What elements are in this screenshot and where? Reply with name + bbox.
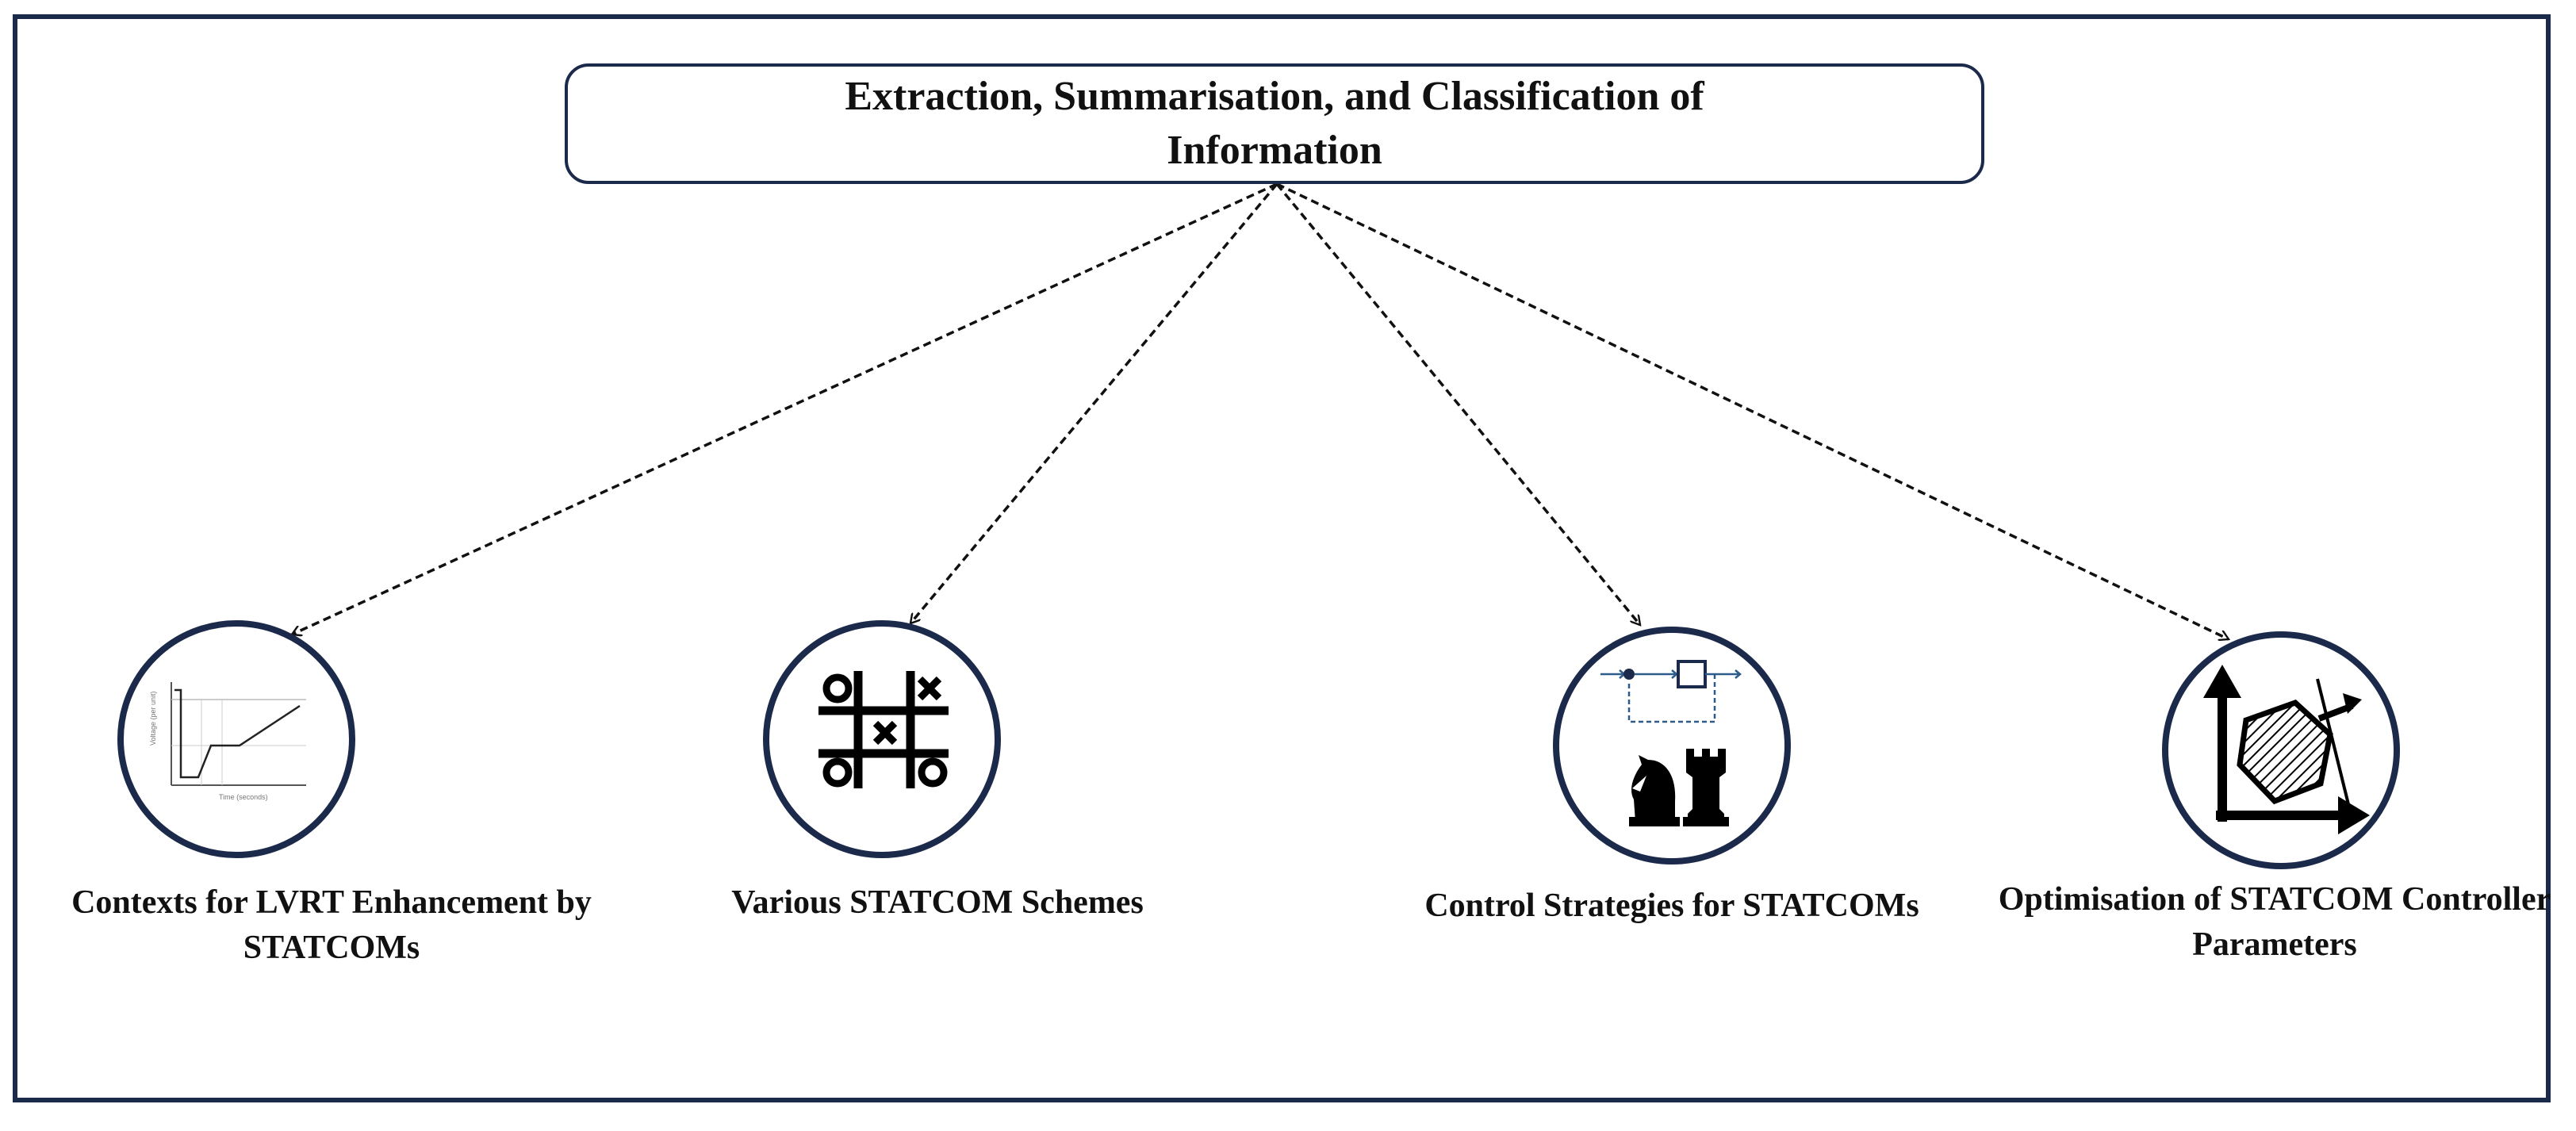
node-3-circle xyxy=(1553,627,1791,865)
node-4-circle xyxy=(2162,631,2400,869)
node-1-label: Contexts for LVRT Enhancement by STATCOM… xyxy=(71,884,592,967)
svg-text:Voltage (per unit): Voltage (per unit) xyxy=(149,691,157,746)
edge-to-node-3 xyxy=(1275,182,1640,625)
svg-text:Time (seconds): Time (seconds) xyxy=(219,793,268,801)
edge-to-node-2 xyxy=(910,182,1278,623)
voltage-profile-chart-icon: Voltage (per unit) Time (seconds) xyxy=(149,682,306,801)
diagram-frame xyxy=(13,14,2551,1102)
feasible-region-optimisation-icon xyxy=(2203,665,2370,834)
node-1-circle: Voltage (per unit) Time (seconds) xyxy=(117,620,355,858)
tic-tac-toe-icon xyxy=(818,671,949,788)
edge-to-node-4 xyxy=(1276,182,2229,639)
node-4-label: Optimisation of STATCOM Controller Param… xyxy=(1998,881,2551,964)
control-block-chess-icon xyxy=(1600,660,1742,826)
root-node: Extraction, Summarisation, and Classific… xyxy=(565,63,1984,184)
root-title: Extraction, Summarisation, and Classific… xyxy=(845,74,1704,173)
node-2-label: Various STATCOM Schemes xyxy=(731,884,1144,921)
edge-to-node-1 xyxy=(292,182,1278,635)
node-2-circle xyxy=(763,620,1001,858)
node-3-label: Control Strategies for STATCOMs xyxy=(1424,888,1919,924)
